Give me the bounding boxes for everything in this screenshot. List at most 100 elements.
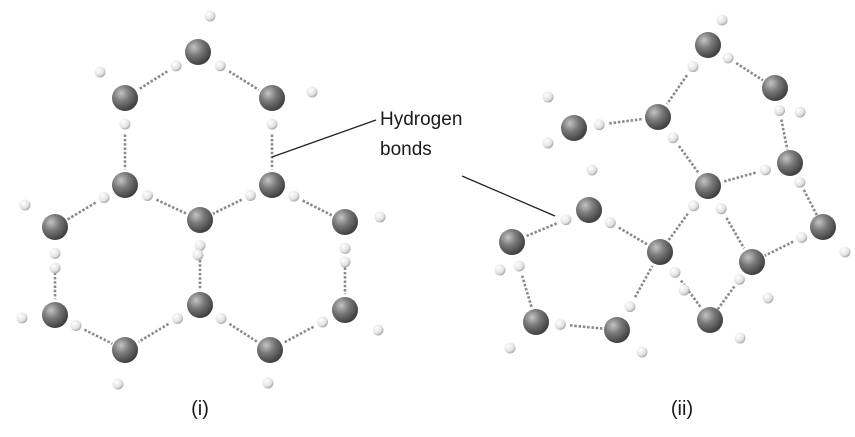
hydrogen-atom-19 (542, 91, 554, 103)
leader-line-to-left-bond (271, 119, 377, 158)
hydrogen-bond-4 (780, 119, 789, 150)
hydrogen-bond-5 (212, 198, 243, 215)
oxygen-atom-9 (332, 297, 358, 323)
hydrogen-atom-12 (669, 266, 681, 278)
hydrogen-atom-26 (49, 262, 61, 274)
oxygen-atom-12 (523, 309, 549, 335)
hydrogen-atom-4 (142, 190, 153, 201)
hydrogen-atom-23 (678, 284, 690, 296)
oxygen-atom-9 (647, 239, 673, 265)
hydrogen-atom-27 (762, 292, 774, 304)
hydrogen-bond-6 (66, 201, 97, 221)
hydrogen-atom-15 (204, 10, 216, 22)
hydrogen-bond-5 (722, 171, 756, 184)
oxygen-atom-7 (810, 214, 836, 240)
oxygen-atom-11 (697, 307, 723, 333)
oxygen-atom-2 (561, 115, 587, 141)
hydrogen-bond-7 (667, 212, 689, 241)
oxygen-atom-10 (739, 249, 765, 275)
hydrogen-atom-25 (504, 342, 516, 354)
hydrogen-atom-26 (636, 346, 648, 358)
hydrogen-atom-16 (624, 301, 636, 313)
hydrogen-bond-14 (282, 325, 315, 344)
hydrogen-atom-21 (372, 324, 384, 336)
annotation-label-line1: Hydrogen (380, 109, 462, 130)
hydrogen-atom-2 (119, 118, 131, 130)
hydrogen-atom-10 (715, 203, 727, 215)
hydrogen-bond-0 (137, 70, 169, 91)
hydrogen-atom-3 (667, 132, 679, 144)
hydrogen-atom-9 (339, 242, 351, 254)
hydrogen-atom-23 (262, 377, 274, 389)
hydrogen-atom-17 (306, 86, 318, 98)
hydrogen-atom-12 (172, 313, 183, 324)
hydrogen-bond-1 (228, 70, 260, 91)
hydrogen-atom-3 (266, 118, 278, 130)
hydrogen-atom-16 (94, 66, 106, 78)
hydrogen-atom-28 (734, 332, 746, 344)
hydrogen-bond-6 (802, 189, 819, 217)
hydrogen-bond-11 (764, 240, 794, 257)
hydrogen-bond-14 (520, 275, 533, 308)
hydrogen-atom-24 (192, 249, 204, 261)
hydrogen-bond-4 (155, 198, 188, 215)
hydrogen-atom-18 (19, 199, 31, 211)
hydrogen-atom-20 (586, 164, 598, 176)
hydrogen-bond-10 (725, 217, 746, 249)
oxygen-atom-10 (187, 292, 213, 318)
hydrogen-atom-8 (49, 247, 61, 259)
oxygen-atom-1 (762, 75, 788, 101)
hydrogen-atom-1 (687, 61, 699, 73)
hydrogen-atom-15 (554, 318, 566, 330)
hydrogen-atom-11 (70, 320, 82, 331)
hydrogen-atom-24 (494, 264, 506, 276)
hydrogen-atom-17 (716, 14, 728, 26)
hydrogen-bond-3 (677, 145, 701, 175)
hydrogen-atom-10 (194, 240, 206, 251)
oxygen-atom-8 (42, 302, 68, 328)
hydrogen-atom-25 (339, 256, 351, 268)
leader-line-to-right-bond (461, 175, 556, 217)
hydrogen-atom-14 (317, 316, 328, 328)
oxygen-atom-5 (695, 173, 721, 199)
hydrogen-atom-0 (722, 52, 734, 64)
annotation-label-line2: bonds (380, 139, 432, 160)
hydrogen-bond-2 (609, 117, 644, 125)
hydrogen-atom-20 (16, 312, 28, 324)
oxygen-atom-1 (112, 85, 138, 111)
hydrogen-bond-16 (633, 265, 654, 298)
hydrogen-bond-12 (137, 322, 170, 344)
panel-ii-liquid-water (494, 14, 851, 358)
oxygen-atom-5 (187, 207, 213, 233)
panel-i-ice-lattice (16, 10, 386, 390)
oxygen-atom-0 (185, 39, 211, 65)
hydrogen-bond-1 (665, 74, 689, 105)
hydrogen-atom-19 (374, 211, 386, 223)
hydrogen-atom-5 (759, 164, 771, 176)
oxygen-atom-0 (695, 32, 721, 58)
oxygen-atom-3 (645, 104, 671, 130)
hydrogen-atom-11 (796, 232, 808, 243)
hydrogen-atom-1 (214, 60, 226, 72)
hydrogen-atom-7 (288, 190, 300, 202)
hydrogen-atom-14 (513, 260, 525, 272)
oxygen-atom-13 (604, 317, 630, 343)
oxygen-atom-12 (257, 337, 283, 363)
hydrogen-bond-8 (618, 226, 648, 246)
hydrogen-atom-5 (244, 190, 256, 201)
hydrogen-bond-9 (525, 222, 558, 238)
hydrogen-bond-15 (569, 324, 603, 330)
annotation-leader-lines (271, 119, 556, 217)
hydrogen-atom-21 (542, 137, 554, 149)
hydrogen-atom-18 (794, 106, 806, 118)
oxygen-atom-7 (332, 209, 358, 235)
hydrogen-atom-0 (170, 60, 182, 72)
oxygen-atom-4 (777, 150, 803, 176)
oxygen-atom-8 (499, 229, 525, 255)
hydrogen-bond-13 (716, 285, 736, 311)
hydrogen-atom-13 (215, 313, 227, 324)
hydrogen-atom-22 (112, 378, 124, 390)
hydrogen-atom-22 (839, 246, 851, 258)
hydrogen-atom-2 (593, 119, 605, 131)
oxygen-atom-3 (112, 172, 138, 198)
